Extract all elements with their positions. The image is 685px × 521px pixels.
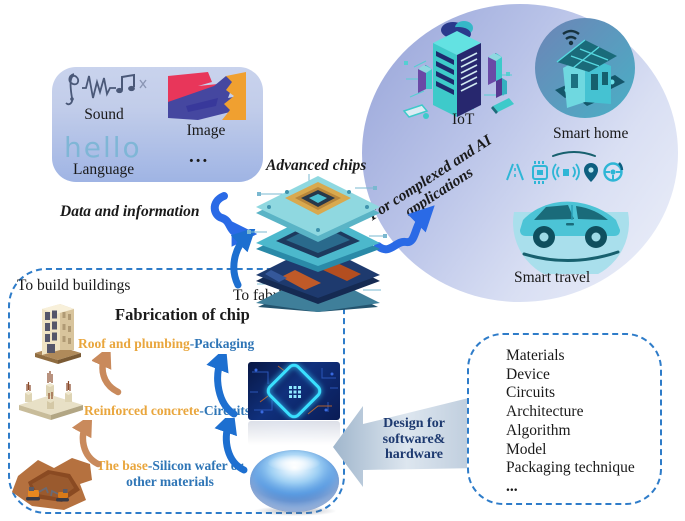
stage-wafer-label: The base-Silicon wafer or other material… bbox=[94, 458, 246, 490]
arrow-fabricate-to-stack bbox=[230, 229, 256, 289]
language-sample-word: hello bbox=[64, 131, 142, 164]
design-arrow-shape bbox=[333, 391, 497, 487]
design-item: Device bbox=[506, 365, 550, 383]
arrow-sphere-to-chip bbox=[214, 418, 248, 474]
design-item: Packaging technique bbox=[506, 459, 635, 477]
design-item: Model bbox=[506, 440, 547, 458]
chip-stack-illustration bbox=[247, 174, 387, 312]
separator: - bbox=[199, 403, 204, 418]
design-item: Architecture bbox=[506, 403, 584, 421]
design-item-ellipsis: ... bbox=[506, 477, 518, 495]
stage-circuits-label: Reinforced concrete-Circuits bbox=[84, 403, 250, 419]
car-illustration bbox=[513, 201, 629, 274]
sound-label: Sound bbox=[84, 106, 124, 123]
design-box bbox=[467, 333, 662, 505]
image-thumbnail bbox=[168, 72, 246, 120]
design-caption-line2: software& bbox=[382, 431, 446, 447]
separator: - bbox=[147, 458, 153, 473]
design-arrow-caption: Design for software& hardware bbox=[368, 416, 460, 463]
glowing-chip-image bbox=[248, 362, 340, 420]
iot-illustration bbox=[402, 21, 514, 119]
data-box-ellipsis: ... bbox=[189, 146, 210, 167]
design-item: Circuits bbox=[506, 384, 556, 402]
stage-packaging-chip-part: Packaging bbox=[194, 336, 255, 351]
smart-home-illustration bbox=[535, 18, 635, 118]
building-illustration bbox=[35, 304, 81, 364]
design-caption-line1: Design for bbox=[383, 416, 445, 431]
data-info-label: Data and information bbox=[60, 203, 200, 220]
stage-wafer-chip-part: Silicon wafer or other materials bbox=[126, 458, 244, 489]
fabrication-title: Fabrication of chip bbox=[115, 305, 250, 324]
smart-home-label: Smart home bbox=[553, 125, 629, 142]
arrow-to-applications bbox=[374, 205, 435, 254]
foundation-illustration bbox=[19, 371, 83, 420]
arrow-base-to-concrete bbox=[72, 420, 102, 468]
smart-travel-label: Smart travel bbox=[514, 269, 591, 286]
reflection-fade bbox=[246, 421, 342, 447]
image-label: Image bbox=[186, 122, 226, 139]
language-label: Language bbox=[73, 161, 135, 178]
stage-packaging-label: Roof and plumbing-Packaging bbox=[78, 336, 254, 352]
arrow-concrete-to-roof bbox=[92, 352, 122, 396]
design-item: Materials bbox=[506, 347, 565, 364]
sound-icon bbox=[65, 73, 147, 106]
car-sensor-icons bbox=[506, 161, 624, 184]
iot-label: IoT bbox=[452, 111, 475, 128]
design-caption-line3: hardware bbox=[384, 447, 444, 462]
stage-wafer-building-part: The base bbox=[96, 458, 148, 473]
to-build-buildings-label: To build buildings bbox=[17, 277, 131, 294]
excavation-illustration bbox=[12, 458, 92, 510]
stage-packaging-building-part: Roof and plumbing bbox=[78, 336, 190, 351]
design-list: Materials Device Circuits Architecture A… bbox=[506, 347, 635, 497]
design-item: Algorithm bbox=[506, 421, 571, 439]
sphere-highlight bbox=[268, 455, 320, 471]
speed-arc-icon bbox=[552, 151, 596, 157]
stage-circuits-building-part: Reinforced concrete bbox=[84, 403, 200, 418]
separator: - bbox=[189, 336, 195, 351]
arrow-chip-to-packaging bbox=[206, 354, 238, 418]
advanced-chips-label: Advanced chips bbox=[266, 157, 367, 174]
